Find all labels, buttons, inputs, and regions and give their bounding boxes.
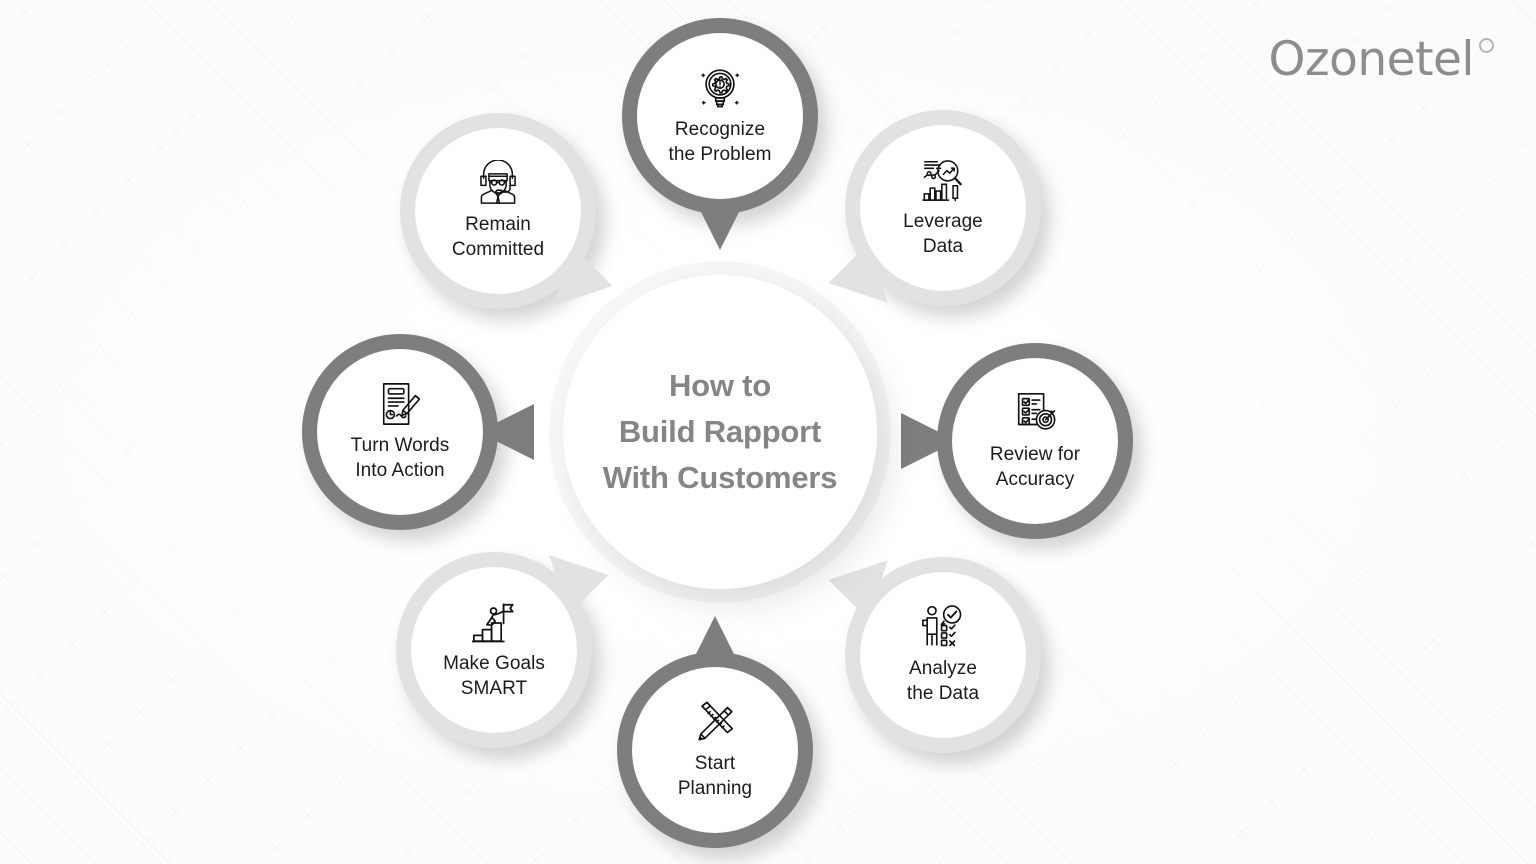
document-pen-icon: [374, 381, 426, 427]
node-label: Turn Words Into Action: [350, 434, 450, 481]
hub-title-line-1: How to: [668, 368, 772, 404]
chart-magnifier-icon: [917, 157, 969, 203]
node-make-goals-smart[interactable]: Make Goals SMART: [396, 552, 592, 759]
node-remain-committed[interactable]: Remain Committed: [400, 113, 596, 309]
brand-logo: Ozonetel: [1268, 36, 1494, 83]
node-analyze-the-data[interactable]: Analyze the Data: [845, 557, 1050, 764]
node-label: Make Goals SMART: [443, 652, 545, 699]
node-label: Recognize the Problem: [668, 118, 772, 165]
node-body: Recognize the Problem: [637, 33, 803, 199]
node-turn-words-into-action[interactable]: Turn Words Into Action: [302, 334, 498, 541]
node-review-for-accuracy[interactable]: Review for Accuracy: [937, 343, 1142, 550]
lightbulb-gear-icon: [694, 65, 746, 111]
node-leverage-data[interactable]: Leverage Data: [845, 110, 1050, 306]
node-body: Review for Accuracy: [952, 358, 1118, 524]
node-label: Start Planning: [677, 752, 753, 799]
brand-name: Ozonetel: [1268, 32, 1474, 87]
node-body: Turn Words Into Action: [317, 349, 483, 515]
node-body: Start Planning: [632, 667, 798, 833]
hub-title-line-2: Build Rapport: [618, 414, 822, 450]
node-recognize-the-problem[interactable]: Recognize the Problem: [622, 18, 827, 250]
hub-title-line-3: With Customers: [602, 459, 838, 495]
headset-agent-icon: [472, 159, 524, 206]
node-label: Remain Committed: [451, 213, 545, 260]
checklist-target-icon: [1009, 390, 1061, 436]
circle-outline-icon: [1479, 38, 1494, 53]
node-start-planning[interactable]: Start Planning: [617, 652, 822, 859]
node-body: Leverage Data: [860, 125, 1026, 291]
node-body: Analyze the Data: [860, 572, 1026, 738]
node-label: Review for Accuracy: [989, 443, 1081, 490]
node-label: Analyze the Data: [906, 657, 980, 704]
center-hub: How to Build Rapport With Customers: [563, 275, 877, 589]
node-body: Make Goals SMART: [411, 567, 577, 733]
node-label: Leverage Data: [903, 210, 983, 257]
hub-title: How to Build Rapport With Customers: [589, 363, 852, 501]
person-checklist-icon: [917, 604, 969, 650]
stairs-flag-icon: [468, 599, 520, 645]
pencil-ruler-icon: [689, 699, 741, 745]
node-body: Remain Committed: [415, 128, 581, 294]
